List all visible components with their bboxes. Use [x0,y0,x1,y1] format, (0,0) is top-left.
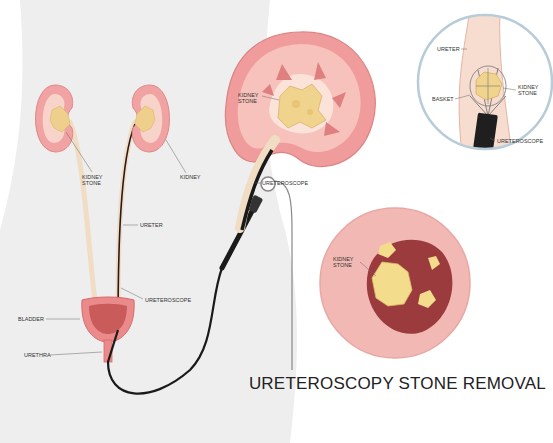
right-kidney [132,85,169,152]
part-label: URETER [437,46,460,52]
part-label: URETEROSCOPE [145,297,191,303]
leader-lines [46,49,516,355]
part-label: KIDNEY STONE [82,174,112,187]
left-kidney [35,85,72,152]
title: URETEROSCOPY STONE REMOVAL [249,374,546,394]
part-label: URETEROSCOPE [497,138,543,144]
part-label: URETEROSCOPE [262,180,308,186]
part-label: BLADDER [18,316,44,322]
large-kidney [225,32,375,167]
part-label: KIDNEY STONE [518,84,546,97]
stone-view-inset [320,208,470,358]
part-label: URETHRA [24,352,51,358]
part-label: BASKET [432,96,454,102]
basket-inset [418,10,552,165]
light-cable [275,181,292,370]
part-label: KIDNEY [180,174,200,180]
scope-cable [108,268,222,394]
part-label: URETER [140,222,163,228]
large-scope [242,150,272,230]
part-label: KIDNEY STONE [333,256,359,269]
part-label: KIDNEY STONE [238,92,264,105]
bladder [82,297,134,362]
left-ureter [70,122,96,310]
